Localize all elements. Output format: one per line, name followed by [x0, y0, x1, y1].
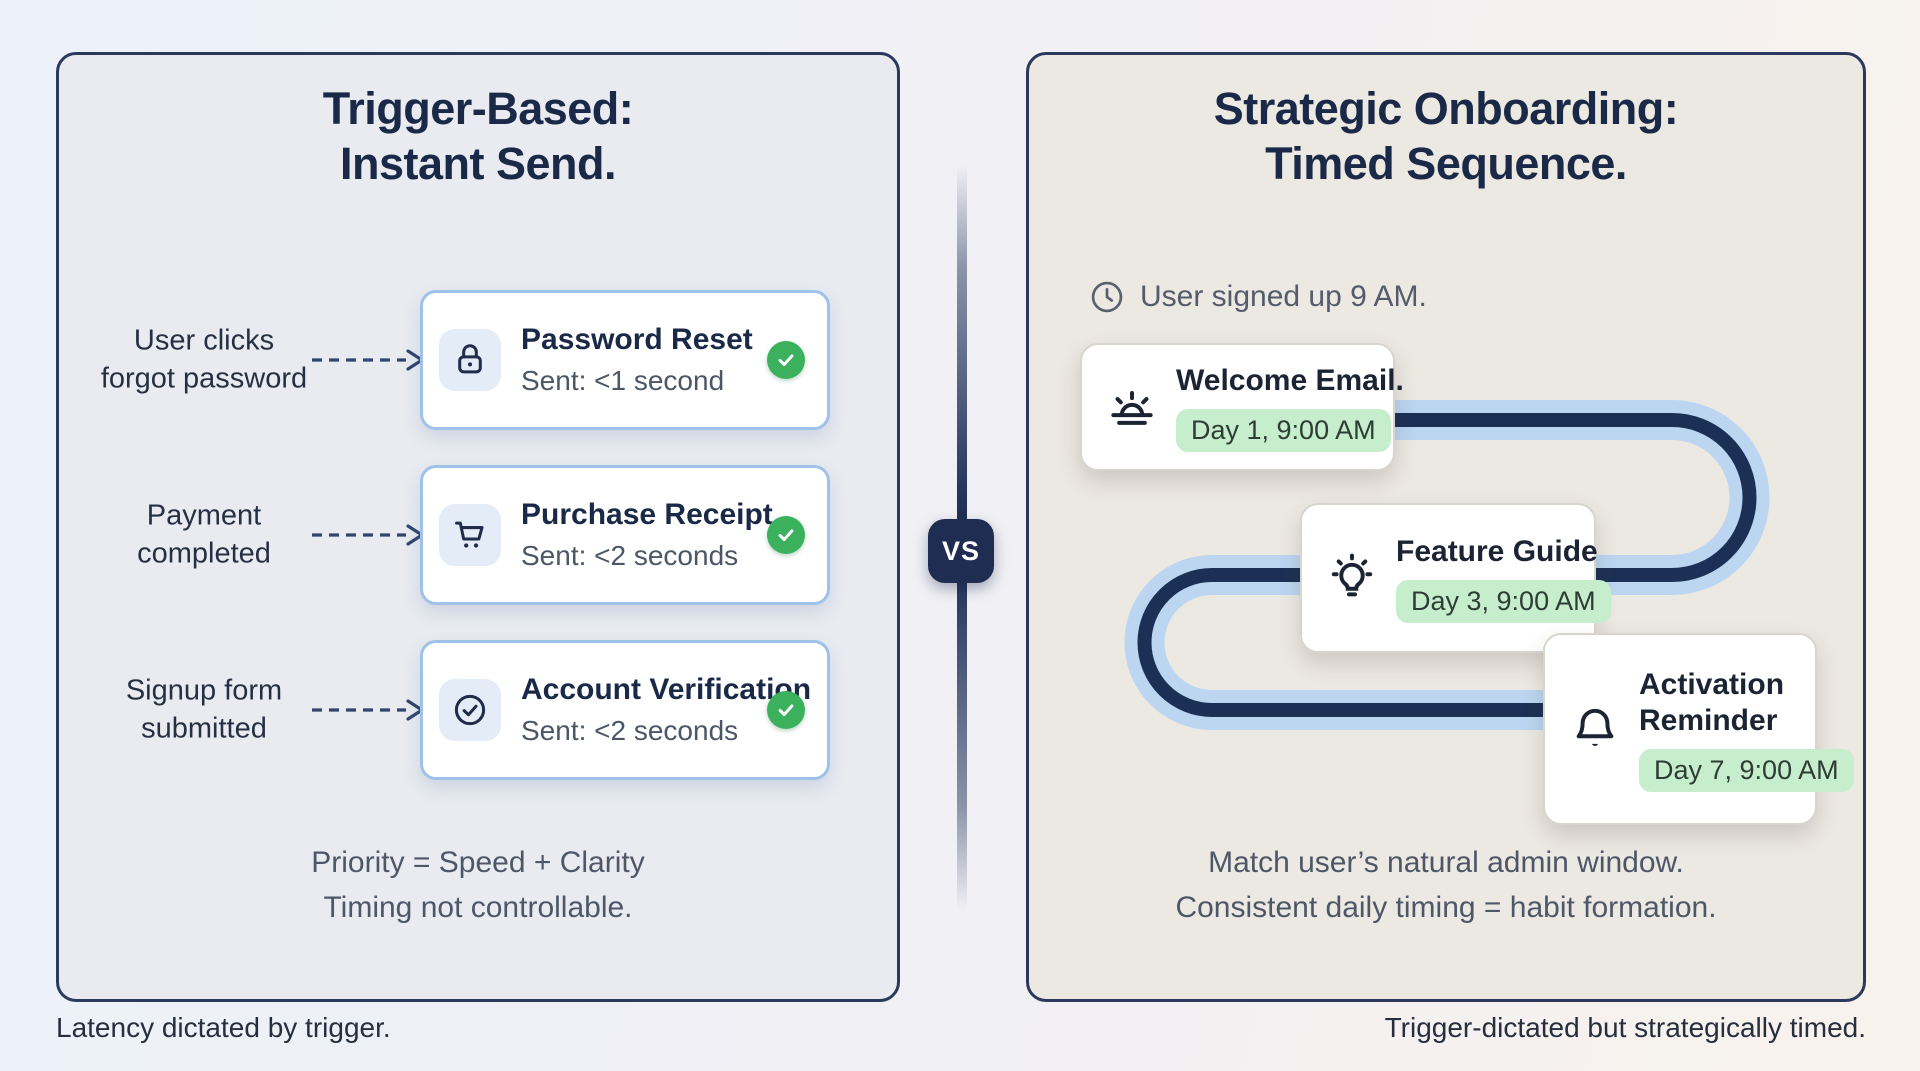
step-card-text: Activation Reminder Day 7, 9:00 AM	[1639, 667, 1854, 792]
trigger-label-line2: forgot password	[100, 362, 308, 394]
right-summary-line2: Consistent daily timing = habit formatio…	[1175, 891, 1717, 924]
cart-icon	[439, 504, 501, 566]
step-card-text: Welcome Email. Day 1, 9:00 AM	[1176, 363, 1404, 452]
success-check-icon	[767, 341, 805, 379]
clock-icon	[1091, 281, 1123, 313]
signup-note: User signed up 9 AM.	[1088, 278, 1427, 316]
step-card-text: Feature Guide Day 3, 9:00 AM	[1396, 534, 1611, 623]
signup-note-text: User signed up 9 AM.	[1140, 280, 1427, 313]
step-card-activation-reminder: Activation Reminder Day 7, 9:00 AM	[1543, 633, 1854, 825]
step-card-feature-guide: Feature Guide Day 3, 9:00 AM	[1300, 503, 1611, 653]
right-title-line1: Strategic Onboarding:	[1213, 83, 1679, 134]
step-day-badge: Day 1, 9:00 AM	[1176, 408, 1391, 452]
left-title-line2: Instant Send.	[339, 137, 617, 189]
trigger-label: Payment completed	[90, 497, 318, 572]
step-title: Activation Reminder	[1639, 667, 1785, 737]
email-card-account-verification: Account Verification Sent: <2 seconds	[420, 640, 830, 780]
left-panel-title: Trigger-Based: Instant Send.	[56, 82, 900, 192]
left-summary: Priority = Speed + Clarity Timing not co…	[56, 840, 900, 930]
right-panel-title: Strategic Onboarding: Timed Sequence.	[1026, 82, 1866, 192]
email-card-title: Password Reset	[521, 323, 753, 356]
right-summary: Match user’s natural admin window. Consi…	[1026, 840, 1866, 930]
left-summary-line1: Priority = Speed + Clarity	[311, 846, 645, 879]
email-card-subtitle: Sent: <1 second	[521, 365, 725, 396]
dashed-arrow-icon	[312, 524, 424, 546]
success-check-icon	[767, 691, 805, 729]
email-card-purchase-receipt: Purchase Receipt Sent: <2 seconds	[420, 465, 830, 605]
email-card-password-reset: Password Reset Sent: <1 second	[420, 290, 830, 430]
step-card-welcome-email: Welcome Email. Day 1, 9:00 AM	[1080, 343, 1404, 471]
email-card-text: Purchase Receipt Sent: <2 seconds	[521, 498, 773, 572]
dashed-arrow-icon	[312, 699, 424, 721]
step-day-badge: Day 7, 9:00 AM	[1639, 748, 1854, 792]
right-caption: Trigger-dictated but strategically timed…	[1384, 1012, 1866, 1043]
email-card-title: Account Verification	[521, 673, 812, 706]
dashed-arrow-icon	[312, 349, 424, 371]
step-day-badge: Day 3, 9:00 AM	[1396, 579, 1611, 623]
trigger-label-line1: User clicks	[133, 324, 275, 357]
email-card-text: Account Verification Sent: <2 seconds	[521, 673, 812, 747]
lock-icon	[439, 329, 501, 391]
email-card-title: Purchase Receipt	[521, 498, 773, 531]
check-circle-icon	[439, 679, 501, 741]
trigger-label-line1: Signup form	[125, 674, 283, 707]
trigger-label: User clicks forgot password	[90, 322, 318, 397]
trigger-row-purchase-receipt: Payment completed Purchase Receipt Sent:…	[90, 465, 830, 605]
trigger-label-line2: submitted	[141, 712, 267, 744]
left-title-line1: Trigger-Based:	[322, 83, 634, 134]
trigger-label-line2: completed	[137, 537, 271, 569]
right-summary-line1: Match user’s natural admin window.	[1208, 846, 1684, 879]
left-summary-line2: Timing not controllable.	[323, 891, 633, 924]
trigger-label-line1: Payment	[146, 499, 262, 532]
trigger-row-account-verification: Signup form submitted Account Verificati…	[90, 640, 830, 780]
left-caption: Latency dictated by trigger.	[56, 1012, 391, 1043]
email-card-text: Password Reset Sent: <1 second	[521, 323, 767, 397]
right-title-line2: Timed Sequence.	[1265, 137, 1627, 189]
email-card-subtitle: Sent: <2 seconds	[521, 540, 739, 571]
step-title: Feature Guide	[1396, 534, 1598, 568]
trigger-label: Signup form submitted	[90, 672, 318, 747]
email-card-subtitle: Sent: <2 seconds	[521, 715, 739, 746]
success-check-icon	[767, 516, 805, 554]
vs-badge: VS	[928, 519, 994, 583]
sunrise-icon	[1104, 379, 1160, 435]
bell-icon	[1567, 701, 1623, 757]
step-title: Welcome Email.	[1176, 363, 1404, 397]
trigger-row-password-reset: User clicks forgot password Password Res…	[90, 290, 830, 430]
lightbulb-icon	[1324, 550, 1380, 606]
